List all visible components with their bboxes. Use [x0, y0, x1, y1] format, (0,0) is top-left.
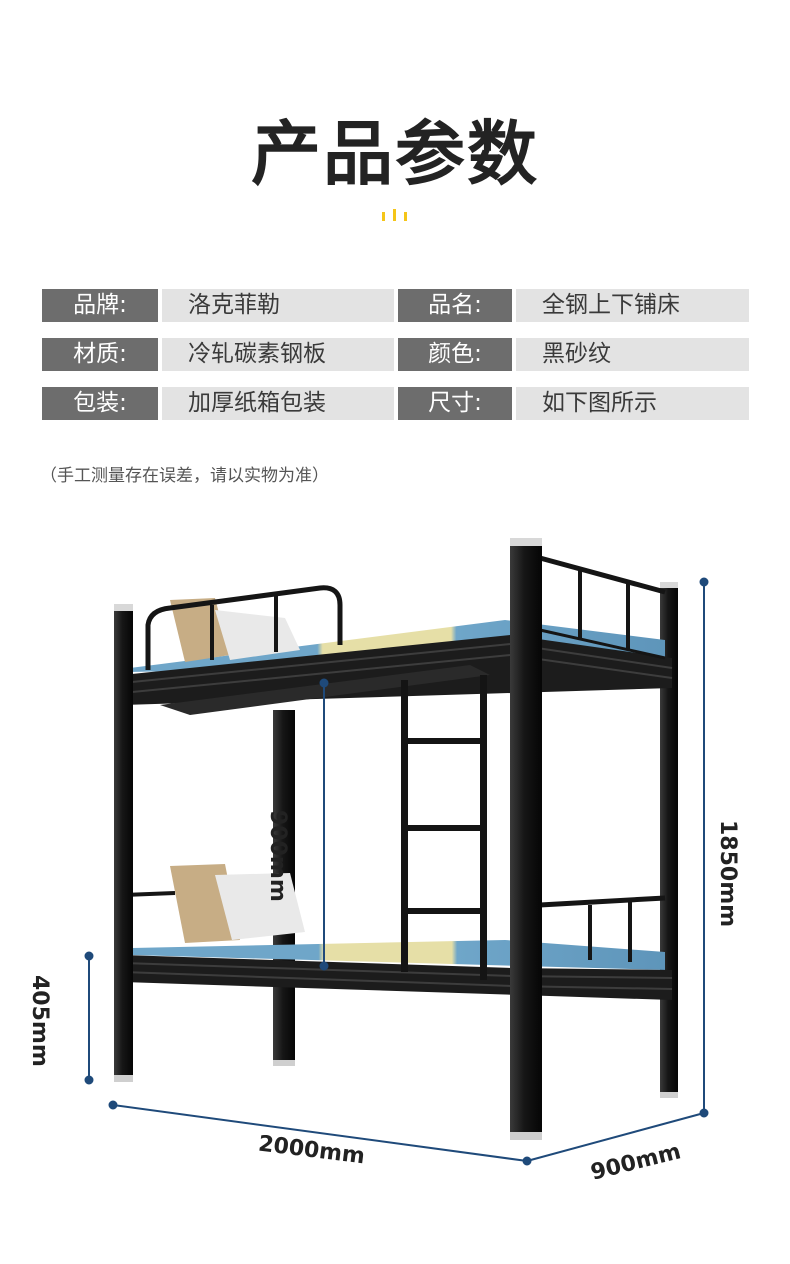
top-pillow-back: [170, 598, 230, 662]
post-cap: [114, 604, 133, 611]
param-label: 颜色:: [398, 338, 512, 371]
ladder-rung: [405, 825, 483, 831]
param-value: 洛克菲勒: [162, 289, 394, 322]
param-value: 黑砂纹: [516, 338, 749, 371]
param-label: 尺寸:: [398, 387, 512, 420]
post-cap: [510, 538, 542, 546]
parameter-table: 品牌: 洛克菲勒 品名: 全钢上下铺床 材质: 冷轧碳素钢板 颜色: 黑砂纹 包…: [42, 289, 749, 436]
dim-total-height: 1850mm: [715, 820, 740, 928]
top-pillow-front: [215, 610, 300, 660]
ladder-rail: [401, 680, 408, 972]
bottom-rail-left: [124, 891, 176, 897]
param-label: 包装:: [42, 387, 158, 420]
param-value: 如下图所示: [516, 387, 749, 420]
parameter-row: 材质: 冷轧碳素钢板 颜色: 黑砂纹: [42, 338, 749, 371]
foot-cap: [510, 1132, 542, 1140]
param-value: 加厚纸箱包装: [162, 387, 394, 420]
ladder-rail: [480, 675, 487, 980]
bottom-rail-right: [539, 895, 666, 908]
post-cap: [660, 582, 678, 588]
parameter-row: 品牌: 洛克菲勒 品名: 全钢上下铺床: [42, 289, 749, 322]
measurement-note: （手工测量存在误差，请以实物为准）: [40, 466, 329, 486]
top-guardrail-right: [539, 555, 666, 595]
dimension-lines: [84, 577, 709, 1166]
param-label: 品名:: [398, 289, 512, 322]
param-label: 材质:: [42, 338, 158, 371]
front-post-right: [510, 542, 542, 1137]
parameter-row: 包装: 加厚纸箱包装 尺寸: 如下图所示: [42, 387, 749, 420]
foot-cap: [273, 1060, 295, 1066]
title-accent-decoration: [382, 209, 412, 221]
bottom-pillow-front: [215, 873, 305, 940]
param-value: 全钢上下铺床: [516, 289, 749, 322]
page-title: 产品参数: [251, 113, 539, 195]
front-post-left: [114, 608, 133, 1080]
foot-cap: [114, 1075, 133, 1082]
foot-cap: [660, 1092, 678, 1098]
ladder-rung: [405, 908, 483, 914]
param-value: 冷轧碳素钢板: [162, 338, 394, 371]
ladder-rung: [405, 738, 483, 744]
bunk-bed-figure: 900mm 1850mm 405mm 2000mm 900mm: [0, 500, 790, 1260]
dim-bottom-height: 405mm: [27, 975, 52, 1067]
bunk-bed-illustration: [84, 538, 709, 1166]
param-label: 品牌:: [42, 289, 158, 322]
dim-bed-gap: 900mm: [265, 810, 290, 902]
top-guardrail-left: [145, 585, 343, 670]
